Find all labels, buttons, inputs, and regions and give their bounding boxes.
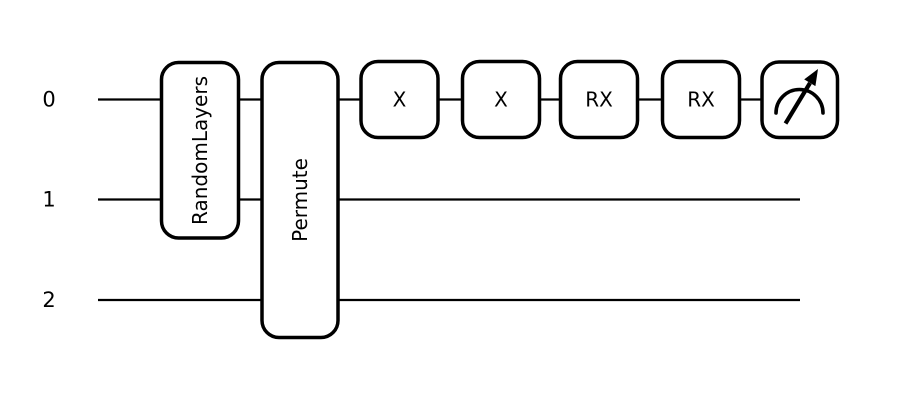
gate-x-2-box (460, 59, 542, 140)
measurement-gate (760, 60, 840, 140)
gate-x-1-box (359, 59, 440, 140)
gate-rx-2-box (660, 59, 742, 140)
gate-rx-1-label: RX (585, 88, 613, 112)
wire-label-2: 2 (42, 288, 55, 312)
gate-permute-box (260, 60, 340, 340)
gate-x-2: X (460, 59, 542, 140)
gate-randomlayers-box (159, 60, 241, 240)
gate-x-1-label: X (393, 88, 407, 112)
gate-permute: Permute (260, 60, 340, 340)
measurement-gauge-icon (774, 69, 825, 125)
gate-rx-2: RX (660, 59, 742, 140)
gauge-needle (783, 81, 812, 125)
gate-x-1: X (359, 59, 440, 140)
gate-permute-label: Permute (288, 158, 312, 242)
gauge-needle-arrowhead (804, 69, 818, 87)
gate-randomlayers: RandomLayers (159, 60, 241, 240)
gate-rx-1-box (558, 59, 640, 140)
gate-x-2-label: X (494, 88, 508, 112)
wire-label-0: 0 (42, 88, 55, 112)
gate-rx-2-label: RX (687, 88, 715, 112)
wire-label-1: 1 (42, 188, 55, 212)
gate-randomlayers-label: RandomLayers (188, 76, 212, 225)
gauge-arc (774, 87, 825, 115)
gate-rx-1: RX (558, 59, 640, 140)
